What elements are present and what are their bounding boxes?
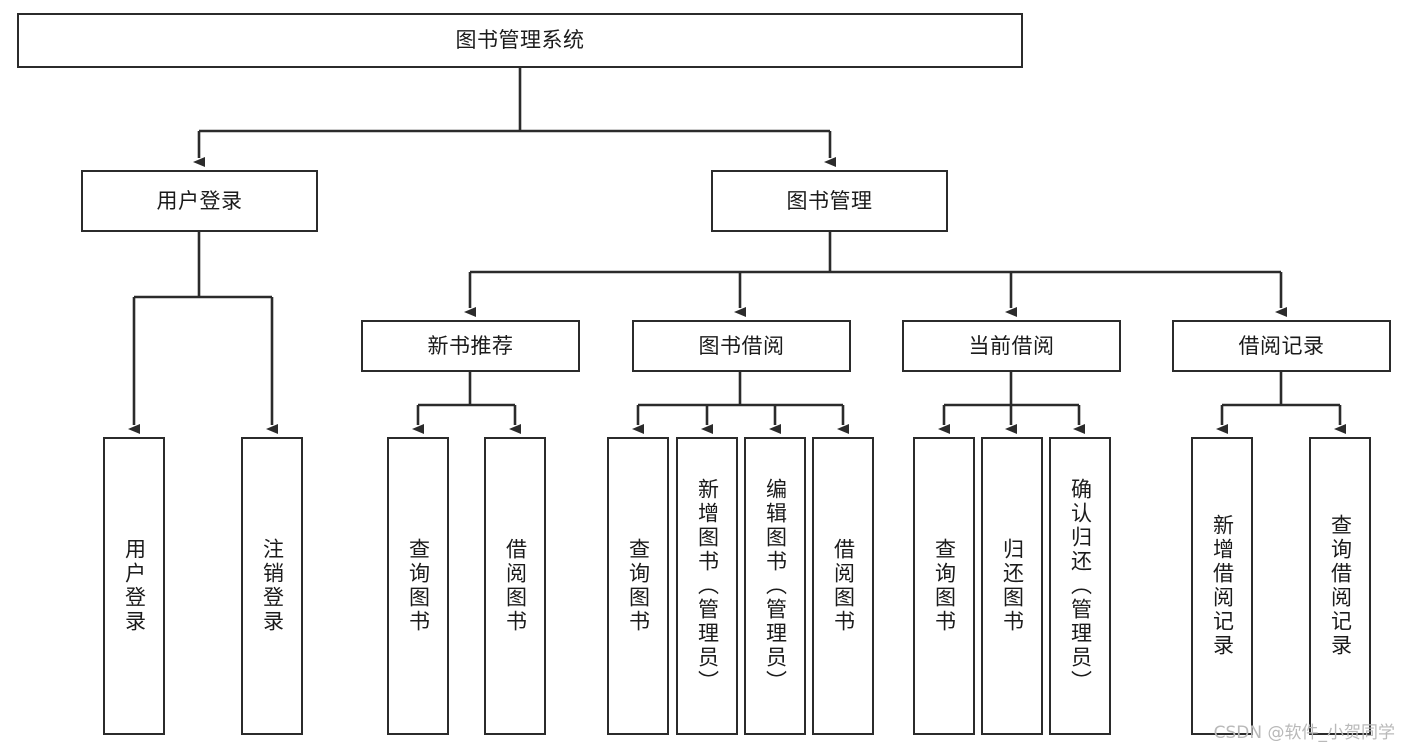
node-book-management[interactable]: 图书管理 <box>711 170 948 232</box>
node-book-borrow[interactable]: 图书借阅 <box>632 320 851 372</box>
node-borrow-record[interactable]: 借阅记录 <box>1172 320 1391 372</box>
leaf-node-user-login[interactable]: 用户登录 <box>103 437 165 735</box>
node-label: 新增图书（管理员） <box>695 478 720 694</box>
leaf-node-edit-book-admin[interactable]: 编辑图书（管理员） <box>744 437 806 735</box>
leaf-node-query-book-recommend[interactable]: 查询图书 <box>387 437 449 735</box>
node-label: 图书管理系统 <box>455 28 585 53</box>
node-label: 当前借阅 <box>968 333 1055 358</box>
leaf-node-query-book-current[interactable]: 查询图书 <box>913 437 975 735</box>
node-label: 查询借阅记录 <box>1328 514 1353 658</box>
node-label: 编辑图书（管理员） <box>763 478 788 694</box>
leaf-node-confirm-return-admin[interactable]: 确认归还（管理员） <box>1049 437 1111 735</box>
node-label: 确认归还（管理员） <box>1068 478 1093 694</box>
node-current-borrow[interactable]: 当前借阅 <box>902 320 1121 372</box>
node-label: 新书推荐 <box>427 333 514 358</box>
node-label: 用户登录 <box>156 188 243 213</box>
node-root-book-management-system[interactable]: 图书管理系统 <box>17 13 1023 68</box>
node-label: 图书借阅 <box>698 333 785 358</box>
node-label: 查询图书 <box>406 538 431 634</box>
leaf-node-borrow-book-recommend[interactable]: 借阅图书 <box>484 437 546 735</box>
leaf-node-add-book-admin[interactable]: 新增图书（管理员） <box>676 437 738 735</box>
node-user-login[interactable]: 用户登录 <box>81 170 318 232</box>
node-label: 借阅图书 <box>503 538 528 634</box>
node-label: 新增借阅记录 <box>1210 514 1235 658</box>
node-label: 查询图书 <box>626 538 651 634</box>
node-label: 借阅记录 <box>1238 333 1325 358</box>
leaf-node-query-borrow-record[interactable]: 查询借阅记录 <box>1309 437 1371 735</box>
leaf-node-query-book-borrow[interactable]: 查询图书 <box>607 437 669 735</box>
leaf-node-borrow-book[interactable]: 借阅图书 <box>812 437 874 735</box>
node-label: 注销登录 <box>260 538 285 634</box>
node-label: 图书管理 <box>786 188 873 213</box>
node-label: 查询图书 <box>932 538 957 634</box>
node-label: 归还图书 <box>1000 538 1025 634</box>
leaf-node-return-book[interactable]: 归还图书 <box>981 437 1043 735</box>
leaf-node-user-logout[interactable]: 注销登录 <box>241 437 303 735</box>
csdn-watermark: CSDN @软件_小贺同学 <box>1213 723 1395 743</box>
node-label: 借阅图书 <box>831 538 856 634</box>
node-label: 用户登录 <box>122 538 147 634</box>
leaf-node-add-borrow-record[interactable]: 新增借阅记录 <box>1191 437 1253 735</box>
node-new-book-recommend[interactable]: 新书推荐 <box>361 320 580 372</box>
